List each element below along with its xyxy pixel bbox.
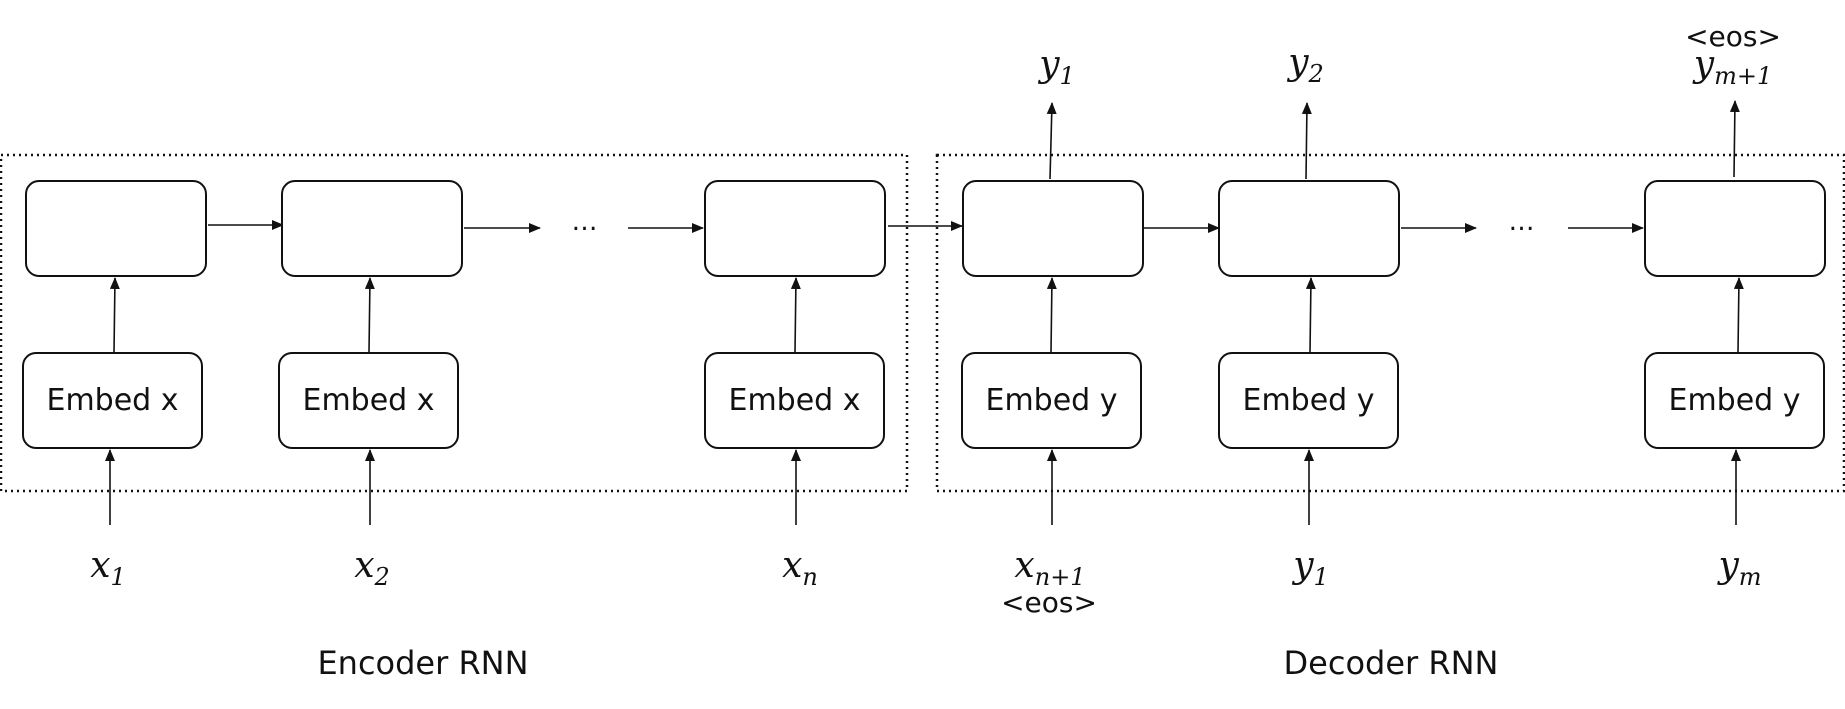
- rnn-cell: [1218, 180, 1400, 277]
- embed-box: Embed x: [22, 352, 203, 449]
- embed-to-cell-arrow: [109, 277, 120, 353]
- symbol-var: y: [1039, 44, 1060, 85]
- input-symbol: ym: [1718, 545, 1761, 591]
- symbol-var: x: [782, 545, 803, 586]
- ellipsis: …: [571, 207, 599, 237]
- encoder-caption: Encoder RNN: [317, 644, 529, 682]
- rnn-cell: [281, 180, 463, 277]
- embed-to-cell-arrow: [1046, 277, 1057, 353]
- embed-to-cell-arrow: [790, 277, 801, 353]
- input-symbol: xn: [782, 545, 818, 591]
- embed-box: Embed x: [278, 352, 459, 449]
- symbol-var: y: [1693, 44, 1715, 85]
- symbol-var: x: [1014, 545, 1035, 586]
- rnn-cell: [1644, 180, 1826, 277]
- symbol-var: y: [1718, 545, 1739, 586]
- input-symbol: y1: [1293, 545, 1329, 591]
- symbol-subscript: n: [802, 563, 818, 591]
- output-symbol: ym+1: [1694, 44, 1772, 90]
- input-symbol: xn+1: [1014, 545, 1085, 591]
- embed-box: Embed y: [1218, 352, 1399, 449]
- rnn-cell: [704, 180, 886, 277]
- symbol-var: y: [1288, 42, 1309, 83]
- symbol-subscript: 2: [1308, 60, 1324, 88]
- symbol-var: x: [90, 545, 111, 586]
- encoder-frame: [0, 153, 909, 493]
- input-symbol: x1: [90, 545, 126, 591]
- output-symbol: y1: [1039, 44, 1075, 90]
- symbol-subscript: 1: [1059, 62, 1075, 90]
- ellipsis: …: [1508, 207, 1536, 237]
- symbol-subscript: m+1: [1714, 62, 1773, 90]
- embed-to-cell-arrow: [1305, 277, 1316, 353]
- output-arrow: [1301, 102, 1312, 180]
- embed-box: Embed y: [1644, 352, 1825, 449]
- symbol-subscript: m: [1738, 563, 1762, 591]
- embed-box: Embed x: [704, 352, 885, 449]
- eos-tag: <eos>: [1001, 586, 1097, 619]
- decoder-caption: Decoder RNN: [1283, 644, 1499, 682]
- symbol-var: y: [1293, 545, 1314, 586]
- input-symbol: x2: [354, 545, 390, 591]
- output-symbol: y2: [1288, 42, 1324, 88]
- output-arrow: [1046, 102, 1057, 180]
- symbol-subscript: 2: [374, 563, 390, 591]
- rnn-cell: [25, 180, 207, 277]
- decoder-frame: [935, 153, 1845, 493]
- output-arrow: [1729, 100, 1740, 178]
- rnn-cell: [962, 180, 1144, 277]
- eos-tag: <eos>: [1685, 20, 1781, 53]
- symbol-subscript: 1: [1313, 563, 1329, 591]
- symbol-subscript: 1: [110, 563, 126, 591]
- symbol-var: x: [354, 545, 375, 586]
- embed-to-cell-arrow: [1733, 277, 1744, 353]
- embed-to-cell-arrow: [364, 277, 375, 353]
- embed-box: Embed y: [961, 352, 1142, 449]
- symbol-subscript: n+1: [1034, 563, 1086, 591]
